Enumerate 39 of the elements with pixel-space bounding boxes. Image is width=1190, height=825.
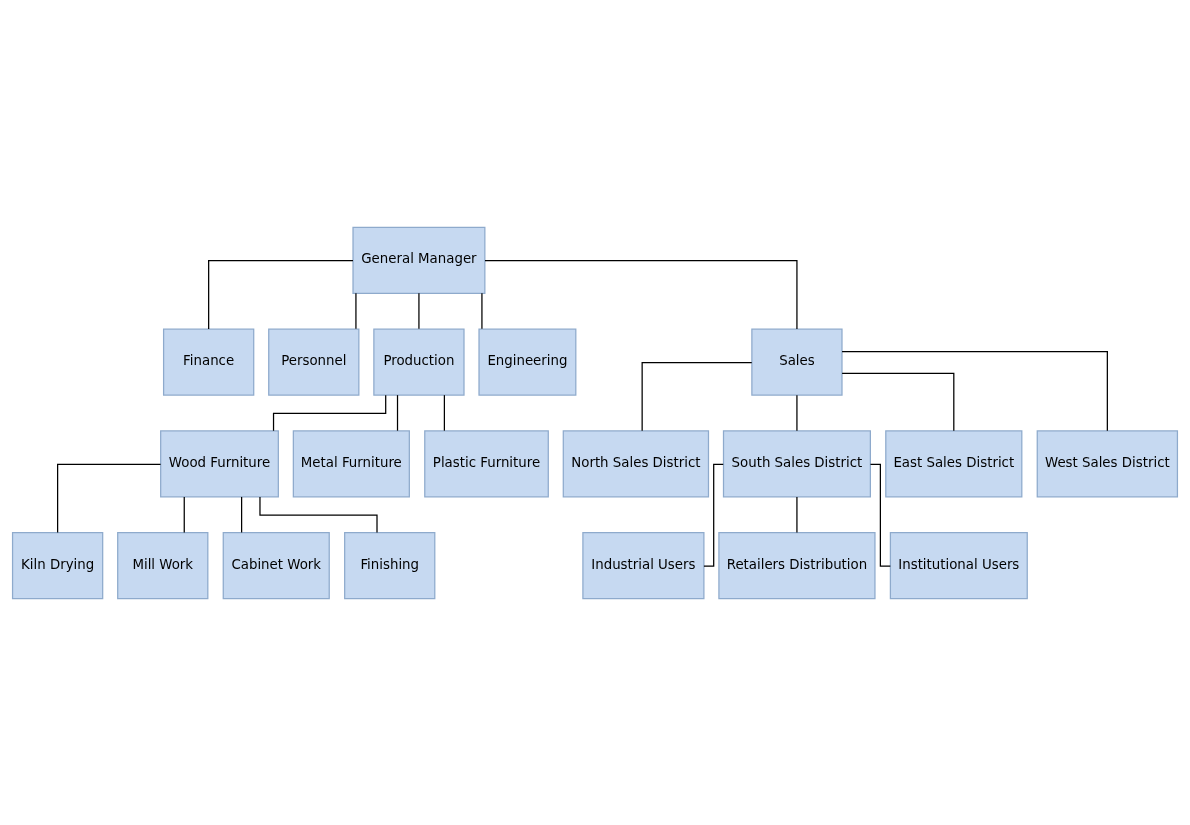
connector (259, 495, 378, 533)
node-box: Industrial Users (582, 531, 705, 599)
connector (841, 372, 955, 431)
connector (396, 394, 399, 431)
node-box: Mill Work (117, 531, 209, 599)
node-box: Cabinet Work (222, 531, 330, 599)
node-box: Institutional Users (889, 531, 1028, 599)
connector (796, 394, 798, 431)
connector (641, 361, 753, 431)
node-box: Personnel (268, 328, 360, 396)
connector (418, 292, 420, 329)
connector (796, 495, 798, 533)
node-box: Plastic Furniture (424, 429, 549, 497)
connector (355, 292, 357, 329)
connector (183, 495, 185, 533)
node-box: South Sales District (722, 429, 871, 497)
connector (272, 394, 387, 431)
node-box: Wood Furniture (160, 429, 279, 497)
connector (443, 394, 445, 431)
node-box: West Sales District (1036, 429, 1179, 497)
node-box: Sales (751, 328, 843, 396)
connector (841, 350, 1108, 431)
connector (481, 292, 483, 329)
connector (869, 463, 891, 567)
connector (703, 463, 724, 567)
connector (208, 259, 354, 330)
node-box: General Manager (352, 226, 486, 294)
node-box: East Sales District (885, 429, 1023, 497)
node-box: Engineering (478, 328, 577, 396)
node-box: Retailers Distribution (718, 531, 876, 599)
connector (484, 259, 798, 330)
node-box: Production (373, 328, 465, 396)
node-box: North Sales District (562, 429, 710, 497)
connector (241, 495, 243, 533)
node-box: Kiln Drying (11, 531, 104, 599)
node-box: Finance (162, 328, 255, 396)
connector (57, 463, 162, 533)
node-box: Metal Furniture (292, 429, 410, 497)
node-box: Finishing (344, 531, 436, 599)
